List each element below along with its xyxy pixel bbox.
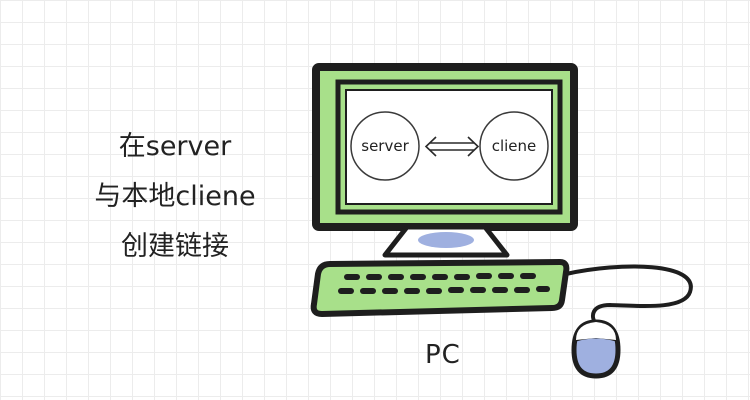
mouse-cable — [564, 264, 693, 326]
keyboard — [310, 259, 570, 317]
server-node: server — [350, 111, 420, 181]
pc-label: PC — [425, 340, 461, 370]
caption-line-2: 与本地cliene — [94, 181, 256, 212]
client-label: cliene — [492, 137, 537, 155]
monitor-stand — [382, 224, 510, 258]
client-node: cliene — [479, 111, 549, 181]
mouse-icon — [571, 319, 621, 379]
keyboard-keys — [338, 273, 550, 294]
diagram-caption: 在server 与本地cliene 创建链接 — [60, 122, 290, 272]
server-label: server — [361, 137, 409, 155]
caption-line-1: 在server — [118, 131, 232, 162]
bidirectional-arrow-icon — [424, 136, 480, 157]
caption-line-3: 创建链接 — [121, 231, 229, 262]
